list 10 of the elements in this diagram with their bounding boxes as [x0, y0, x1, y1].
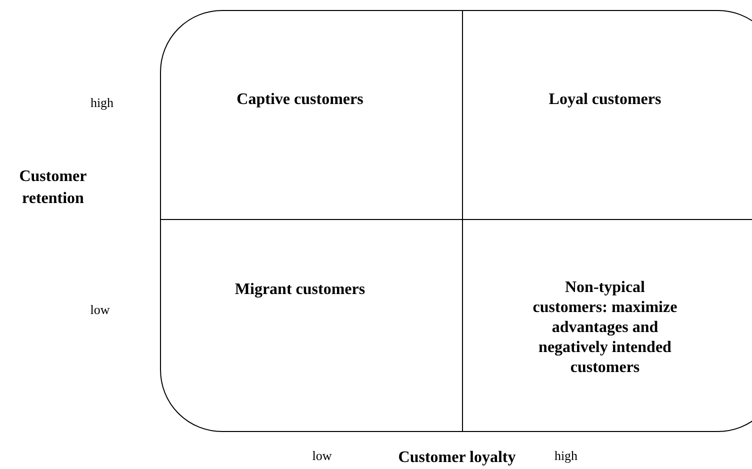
axis-tick-label: low — [90, 302, 110, 318]
quadrant-label: Loyal customers — [548, 90, 662, 110]
axis-tick-label: high — [554, 448, 578, 464]
axis-tick-label: high — [90, 95, 114, 111]
quadrant-label: Captive customers — [236, 90, 364, 110]
quadrant-label: Non-typical customers: maximize advantages and negatively intended customers — [532, 278, 678, 378]
axis-title: Customer retention — [18, 167, 88, 209]
axis-tick-label: low — [312, 448, 332, 464]
quadrant-label: Migrant customers — [234, 280, 366, 300]
axis-title: Customer loyalty — [398, 448, 516, 468]
